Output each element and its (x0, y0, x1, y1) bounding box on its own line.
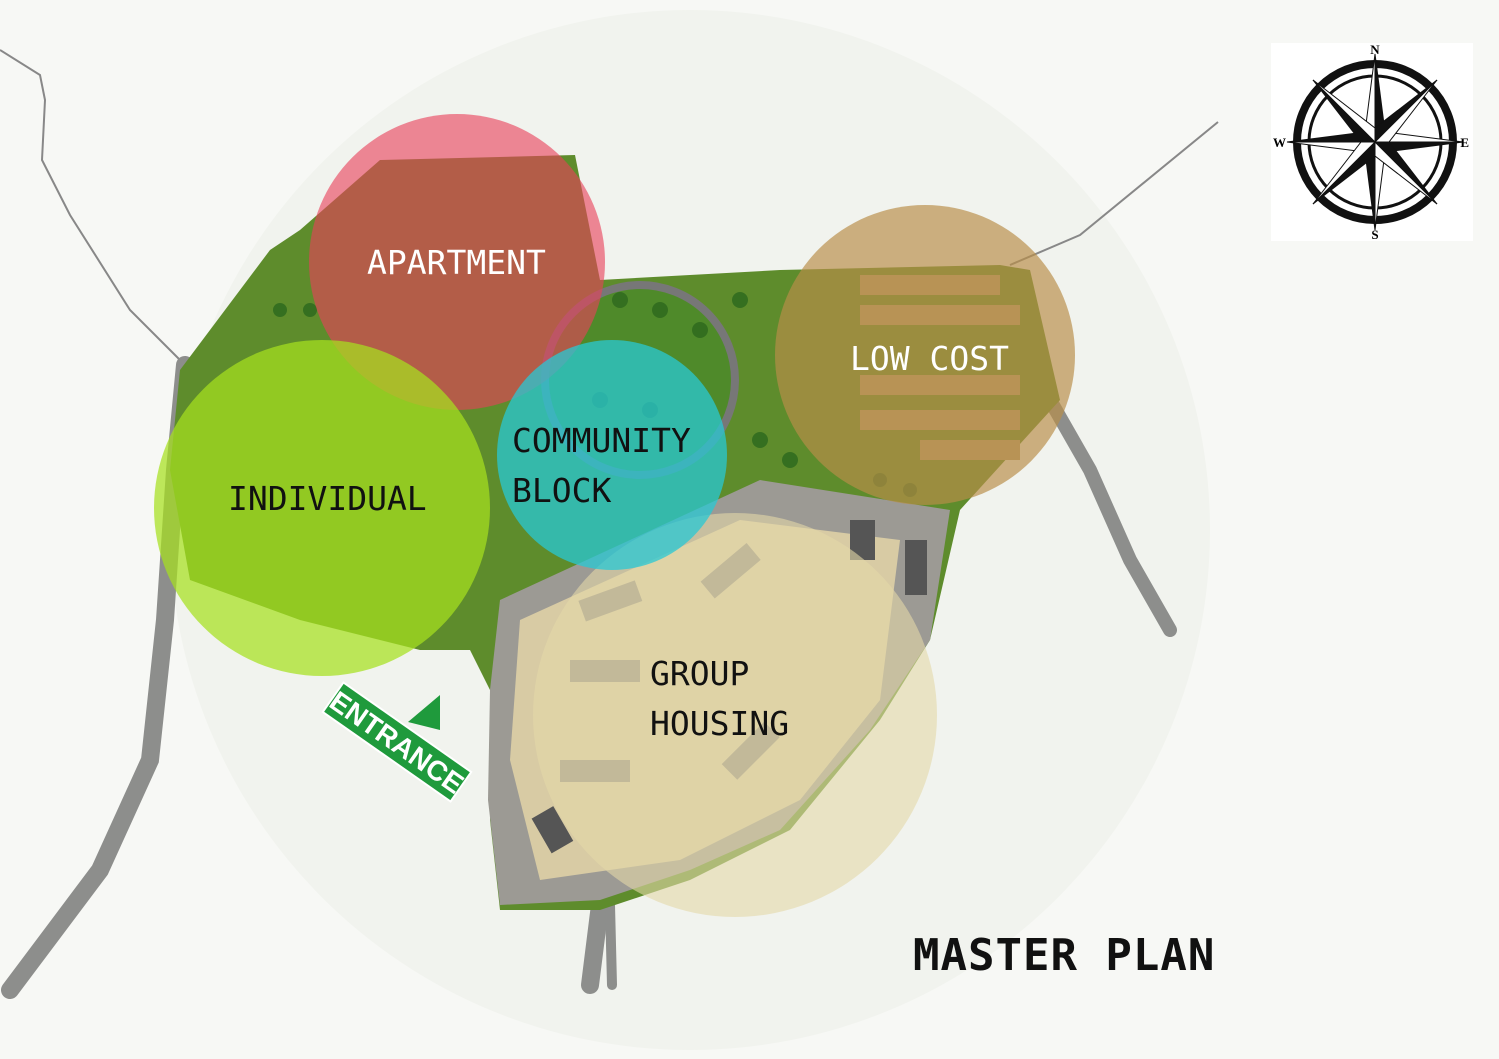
compass-south: S (1371, 227, 1378, 241)
label-apartment: APARTMENT (367, 243, 546, 282)
compass-north: N (1370, 43, 1380, 57)
compass-east: E (1460, 135, 1469, 150)
label-group-housing-line2: HOUSING (650, 704, 789, 743)
zone-low-cost (775, 205, 1075, 505)
compass-west: W (1273, 135, 1286, 150)
label-individual: INDIVIDUAL (228, 479, 427, 518)
compass-icon: N S E W (1273, 43, 1469, 241)
page-title: MASTER PLAN (913, 930, 1216, 981)
boundary-line-west (0, 49, 181, 361)
label-low-cost: LOW COST (850, 339, 1009, 378)
zone-community-block (497, 340, 727, 570)
zone-individual (154, 340, 490, 676)
zone-apartment (309, 114, 605, 410)
entrance-arrow-icon (408, 695, 440, 730)
label-community-line1: COMMUNITY (512, 421, 691, 460)
label-group-housing-line1: GROUP (650, 654, 749, 693)
compass-rose: N S E W (1271, 43, 1473, 241)
label-community-line2: BLOCK (512, 471, 611, 510)
zone-group-housing (533, 513, 937, 917)
